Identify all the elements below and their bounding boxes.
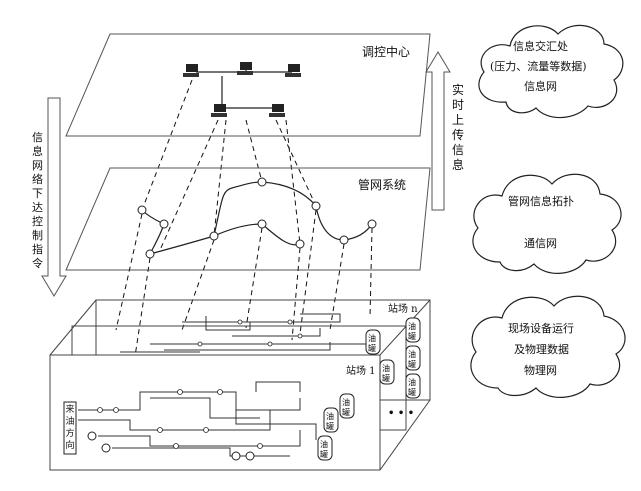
- svg-text:实: 实: [452, 82, 464, 97]
- svg-text:罐: 罐: [408, 387, 416, 397]
- oil-tank-icon: 油 罐: [379, 359, 395, 385]
- cloud-comm-line2: 通信网: [524, 237, 557, 250]
- computer-icon: [211, 104, 227, 117]
- svg-text:下: 下: [32, 187, 43, 200]
- svg-text:罐: 罐: [326, 421, 334, 431]
- svg-text:油: 油: [408, 321, 416, 331]
- cloud-information-net: 信息交汇处 (压力、流量等数据) 信息网: [478, 24, 624, 119]
- svg-text:控: 控: [32, 214, 43, 228]
- svg-text:信: 信: [452, 143, 464, 157]
- oil-tank-icon: 油 罐: [317, 435, 333, 461]
- svg-text:时: 时: [452, 98, 464, 112]
- svg-text:罐: 罐: [382, 373, 390, 383]
- cloud-phys-line1: 现场设备运行: [508, 321, 574, 335]
- cloud-phys-line2: 及物理数据: [514, 342, 569, 356]
- control-center-plane: [65, 33, 431, 137]
- station-1-label: 站场 1: [346, 364, 376, 377]
- cloud-phys-line3: 物理网: [524, 363, 557, 377]
- incoming-char: 来: [66, 404, 75, 415]
- svg-text:油: 油: [320, 439, 328, 449]
- station-1-pipes: [78, 381, 317, 457]
- oil-tank-icon: 油 罐: [405, 317, 421, 343]
- network-node: [145, 249, 155, 259]
- svg-text:信: 信: [32, 131, 43, 144]
- pump-symbols: [87, 431, 255, 461]
- control-center-layer: 调控中心: [65, 33, 431, 137]
- svg-text:罐: 罐: [368, 343, 376, 353]
- pipe-network-topology: [141, 181, 373, 255]
- station-n-pipes: [120, 313, 372, 353]
- incoming-char: 向: [66, 439, 75, 451]
- svg-text:罐: 罐: [320, 449, 328, 459]
- network-node: [311, 201, 321, 211]
- valve-symbols: [97, 319, 303, 449]
- svg-text:油: 油: [408, 377, 416, 387]
- network-node: [257, 219, 267, 229]
- incoming-char: 方: [66, 427, 75, 439]
- pipe-network-nodes: [137, 177, 377, 259]
- computer-icon: [237, 62, 253, 75]
- station-n-label: 站场 n: [388, 302, 418, 315]
- svg-text:指: 指: [32, 242, 43, 256]
- cloud-comm-line1: 管网信息拓扑: [508, 194, 574, 208]
- download-arrow: [41, 97, 67, 297]
- control-center-label: 调控中心: [362, 44, 410, 59]
- svg-text:令: 令: [32, 256, 43, 270]
- network-node: [257, 177, 267, 187]
- incoming-char: 油: [66, 415, 75, 427]
- pipe-network-plane: [65, 167, 431, 271]
- upload-arrow: [425, 51, 451, 211]
- network-node: [159, 219, 169, 229]
- oil-tank-icon: 油 罐: [405, 345, 421, 371]
- svg-text:传: 传: [452, 127, 464, 142]
- network-node: [295, 239, 305, 249]
- svg-text:油: 油: [382, 363, 390, 373]
- oil-tank-icon: 油 罐: [365, 329, 381, 355]
- network-node: [339, 235, 349, 245]
- oil-tank-icon: 油 罐: [339, 393, 355, 419]
- oil-tank-icon: 油 罐: [323, 407, 339, 433]
- cloud-info-line2: (压力、流量等数据): [490, 59, 587, 73]
- pipe-network-label: 管网系统: [358, 177, 406, 192]
- pipe-network-layer: 管网系统: [65, 167, 431, 271]
- oil-tank-icon: 油 罐: [405, 373, 421, 399]
- svg-text:网: 网: [32, 159, 43, 172]
- incoming-oil-box: 来 油 方 向: [63, 401, 77, 455]
- upper-dashed-links: [141, 79, 317, 251]
- cloud-communication-net: 管网信息拓扑 通信网: [472, 173, 622, 274]
- download-arrow-text: 信 息 网 络 下 达 控 制 指 令: [32, 131, 43, 270]
- cloud-info-line1: 信息交汇处: [513, 39, 568, 53]
- svg-text:息: 息: [452, 157, 464, 172]
- svg-text:罐: 罐: [408, 359, 416, 369]
- svg-text:油: 油: [326, 411, 334, 421]
- svg-text:达: 达: [32, 201, 43, 214]
- upload-arrow-text: 实 时 上 传 信 息: [452, 82, 464, 172]
- svg-text:制: 制: [32, 229, 43, 242]
- more-stations-ellipsis: • • •: [388, 408, 414, 419]
- lower-dashed-links: [115, 209, 373, 377]
- computer-icon: [269, 104, 285, 117]
- network-node: [209, 231, 219, 241]
- cloud-physical-net: 现场设备运行 及物理数据 物理网: [470, 295, 626, 398]
- computer-icon: [183, 64, 199, 77]
- svg-text:络: 络: [32, 172, 43, 186]
- svg-text:罐: 罐: [342, 407, 350, 417]
- cloud-info-line3: 信息网: [524, 79, 557, 93]
- network-node: [137, 205, 147, 215]
- svg-text:油: 油: [408, 349, 416, 359]
- svg-text:油: 油: [342, 397, 350, 407]
- svg-text:油: 油: [368, 333, 376, 343]
- network-node: [367, 219, 377, 229]
- svg-text:上: 上: [452, 113, 464, 127]
- svg-text:罐: 罐: [408, 331, 416, 341]
- computer-icon: [285, 64, 301, 77]
- svg-text:息: 息: [32, 144, 43, 158]
